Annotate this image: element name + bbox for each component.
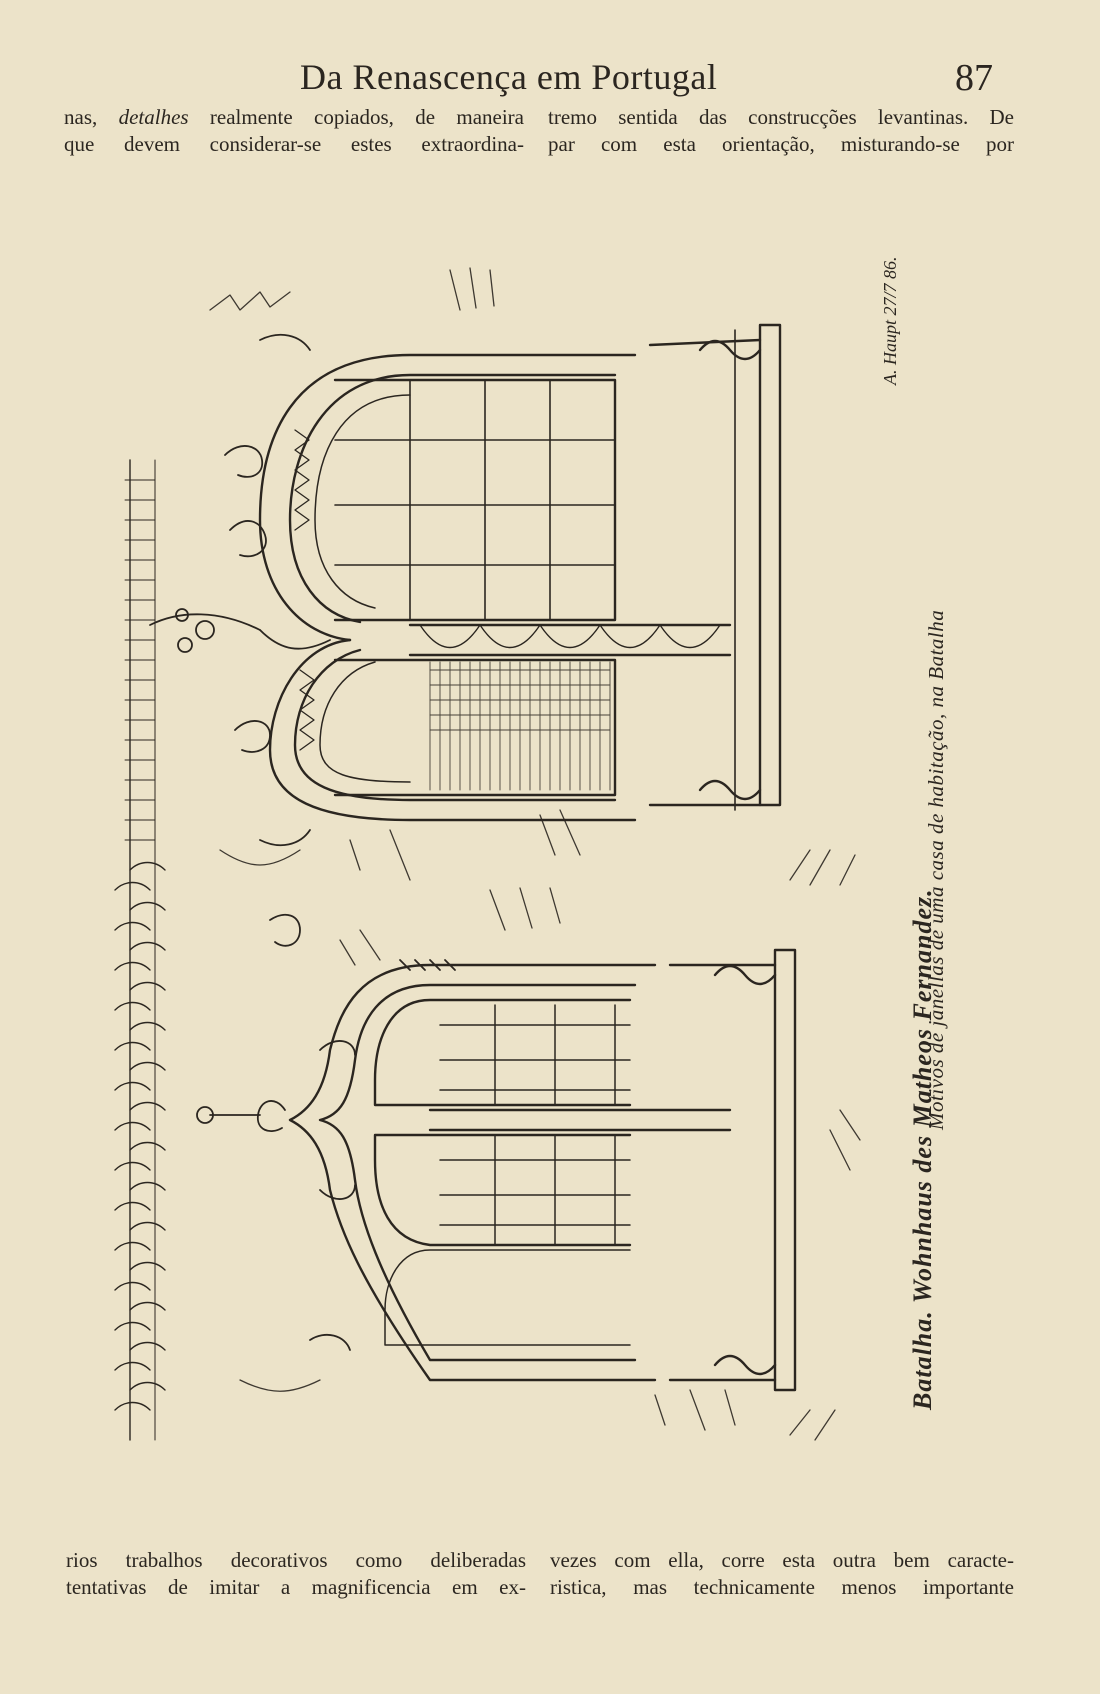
text-column-left-top: nas, detalhes realmente copiados, de man… bbox=[64, 104, 524, 158]
text-column-left-bottom: rios trabalhos decorativos como delibera… bbox=[66, 1547, 526, 1601]
text-line: rios trabalhos decorativos como delibera… bbox=[66, 1548, 526, 1572]
text-line: que devem considerar-se estes extraordin… bbox=[64, 132, 524, 156]
figure-caption: Batalha. Wohnhaus des Matheos Fernandez.… bbox=[908, 530, 958, 1430]
text-line: tentativas de imitar a magnificencia em … bbox=[66, 1575, 526, 1599]
lower-window-ornament bbox=[196, 913, 456, 1351]
upper-window-hatching bbox=[429, 661, 611, 791]
caption-sub: Motivos de janellas de uma casa de habit… bbox=[924, 609, 948, 1130]
page-number: 87 bbox=[955, 57, 993, 99]
window-illustration bbox=[114, 267, 861, 1441]
upper-window bbox=[258, 323, 782, 822]
artist-signature: A. Haupt 27/7 86. bbox=[880, 256, 900, 386]
italic-word: detalhes bbox=[118, 105, 189, 129]
text-line: ristica, mas technicamente menos importa… bbox=[550, 1575, 1014, 1599]
text-line: tremo sentida das construcções levantina… bbox=[548, 105, 1014, 129]
text-column-right-top: tremo sentida das construcções levantina… bbox=[548, 104, 1014, 158]
text-line: vezes com ella, corre esta outra bem car… bbox=[550, 1548, 1014, 1572]
upper-window-ornament bbox=[149, 333, 331, 847]
text-line: par com esta orientação, misturando-se p… bbox=[548, 132, 1014, 156]
roof-tiles bbox=[114, 459, 166, 1441]
text-column-right-bottom: vezes com ella, corre esta outra bem car… bbox=[550, 1547, 1014, 1601]
lower-window bbox=[288, 948, 797, 1392]
lower-sketch-lines bbox=[239, 887, 861, 1441]
upper-sketch-lines bbox=[209, 267, 856, 886]
running-head: Da Renascença em Portugal 87 bbox=[0, 52, 1100, 102]
running-title: Da Renascença em Portugal bbox=[300, 57, 718, 97]
text-line: nas, detalhes realmente copiados, de man… bbox=[64, 105, 524, 129]
